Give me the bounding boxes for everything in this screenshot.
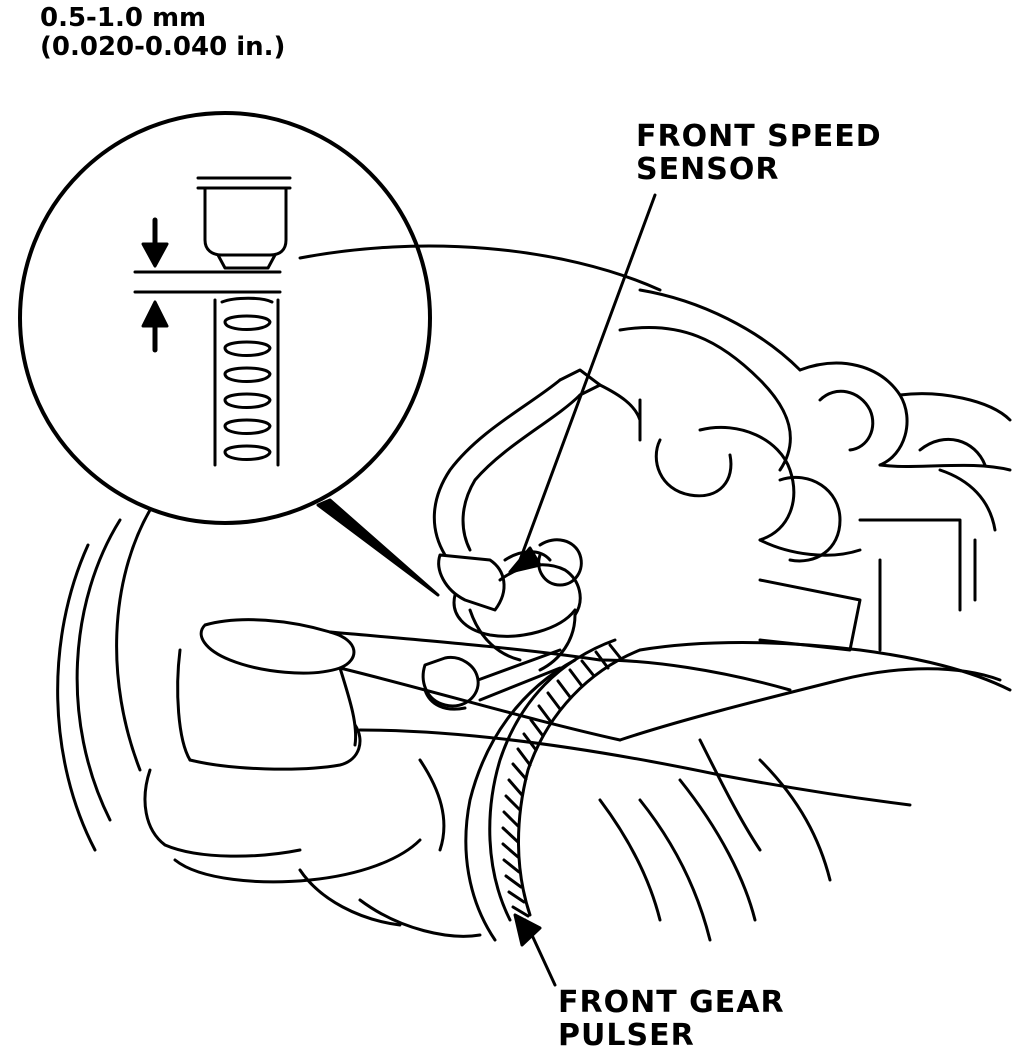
gap-spec-label: 0.5-1.0 mm (0.020-0.040 in.)	[40, 4, 285, 61]
brake-line	[434, 370, 640, 555]
arrow-up-icon	[143, 302, 167, 326]
pulser-label-line1: FRONT GEAR	[558, 985, 785, 1020]
sensor-label-line1: FRONT SPEED	[636, 119, 882, 154]
mounting-bolt	[423, 650, 560, 709]
lower-arm	[145, 730, 910, 936]
pulser-teeth	[503, 645, 622, 916]
drive-shaft	[600, 643, 1010, 941]
gap-spec-in: (0.020-0.040 in.)	[40, 31, 286, 62]
sensor-label-line2: SENSOR	[636, 152, 780, 187]
front-gear-pulser-label: FRONT GEAR PULSER	[558, 986, 785, 1052]
detail-leader-wedge	[318, 500, 438, 595]
front-speed-sensor-label: FRONT SPEED SENSOR	[636, 120, 882, 186]
arrow-down-icon	[143, 244, 167, 266]
knuckle-assembly	[620, 290, 1010, 650]
sensor-leader-arrowhead	[510, 548, 540, 572]
tie-rod-arm	[178, 620, 790, 769]
gear-pulser-ring	[466, 640, 640, 940]
gap-spec-mm: 0.5-1.0 mm	[40, 3, 207, 33]
pulser-label-line2: PULSER	[558, 1018, 695, 1053]
pulser-leader-arrowhead	[515, 915, 540, 945]
leader-lines	[510, 195, 655, 985]
sensor-leader-line	[520, 195, 655, 560]
magnified-detail	[20, 113, 438, 595]
brake-disc	[58, 246, 660, 850]
